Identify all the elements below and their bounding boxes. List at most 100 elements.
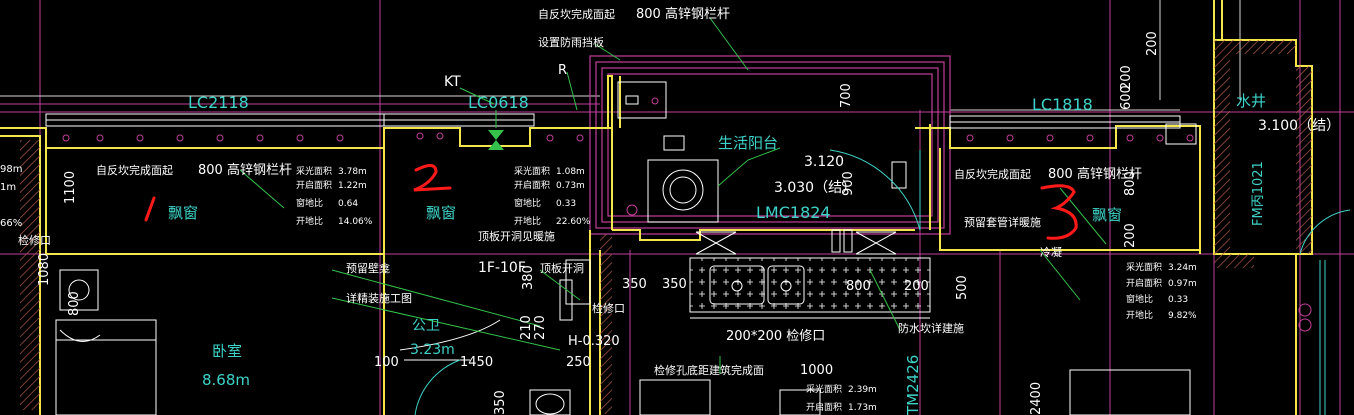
svg-text:200: 200 bbox=[1119, 65, 1134, 90]
note-repair-value: 1000 bbox=[800, 363, 833, 378]
wall-hatch bbox=[20, 40, 1312, 414]
svg-text:3.78m: 3.78m bbox=[338, 167, 367, 177]
note-bay3-floor: 自反坎完成面起 bbox=[954, 167, 1031, 181]
svg-text:98m: 98m bbox=[0, 164, 22, 175]
note-floors: 1F-10F bbox=[478, 260, 526, 276]
level-3030: 3.030（结） bbox=[774, 180, 856, 196]
room-toilet-area: 3.23m bbox=[410, 342, 455, 358]
svg-text:开地比: 开地比 bbox=[514, 215, 541, 227]
svg-text:窗地比: 窗地比 bbox=[514, 197, 541, 209]
svg-text:800: 800 bbox=[67, 291, 82, 316]
note-bay1-rail: 800 高锌钢栏杆 bbox=[198, 162, 292, 178]
svg-text:开启面积: 开启面积 bbox=[296, 179, 332, 191]
svg-text:1450: 1450 bbox=[460, 355, 493, 370]
room-toilet: 公卫 bbox=[412, 318, 440, 334]
room-bedroom-area: 8.68m bbox=[202, 371, 250, 389]
room-water-well: 水井 bbox=[1236, 92, 1266, 110]
note-cold-water: 冷凝 bbox=[1040, 245, 1062, 259]
svg-text:14.06%: 14.06% bbox=[338, 217, 373, 227]
svg-text:0.33: 0.33 bbox=[556, 199, 576, 209]
note-rain-board: 设置防雨挡板 bbox=[538, 35, 604, 49]
window-tag-lc2118: LC2118 bbox=[188, 93, 249, 112]
room-bedroom: 卧室 bbox=[212, 342, 242, 360]
svg-text:开地比: 开地比 bbox=[1126, 309, 1153, 321]
svg-text:采光面积: 采光面积 bbox=[806, 383, 842, 395]
svg-text:800: 800 bbox=[846, 279, 871, 294]
svg-text:0.97m: 0.97m bbox=[1168, 279, 1197, 289]
note-access: 检修口 bbox=[592, 301, 625, 315]
room-bay-1: 飘窗 bbox=[168, 204, 198, 222]
svg-text:采光面积: 采光面积 bbox=[514, 165, 550, 177]
annotation-3-stroke bbox=[1040, 184, 1078, 240]
svg-text:开地比: 开地比 bbox=[296, 215, 323, 227]
svg-text:350: 350 bbox=[622, 277, 647, 292]
svg-text:1100: 1100 bbox=[63, 171, 78, 204]
svg-text:0.73m: 0.73m bbox=[556, 181, 585, 191]
note-open-lines: 顶板开洞见暖施 bbox=[478, 229, 555, 243]
dimension-labels: 1100 1080 800 700 900 200 600 800 200 20… bbox=[37, 31, 1160, 415]
note-access-size: 200*200 检修口 bbox=[726, 329, 825, 344]
note-roof-hole: 顶板开洞 bbox=[540, 261, 584, 275]
svg-text:500: 500 bbox=[955, 275, 970, 300]
annotation-1-stroke bbox=[144, 196, 156, 222]
note-reserved-pipe: 预留套管详暖施 bbox=[964, 215, 1041, 229]
svg-text:1.22m: 1.22m bbox=[338, 181, 367, 191]
svg-text:210: 210 bbox=[519, 315, 534, 340]
note-top-rail: 800 高锌钢栏杆 bbox=[636, 6, 730, 22]
svg-text:开启面积: 开启面积 bbox=[1126, 277, 1162, 289]
note-reserved-wall: 预留壁龛 bbox=[346, 261, 390, 275]
svg-text:380: 380 bbox=[521, 265, 536, 290]
svg-text:600: 600 bbox=[1119, 85, 1134, 110]
svg-text:窗地比: 窗地比 bbox=[1126, 293, 1153, 305]
note-bay1-floor: 自反坎完成面起 bbox=[96, 163, 173, 177]
level-3120: 3.120 bbox=[804, 154, 844, 170]
kitchen-sinks bbox=[690, 265, 930, 319]
svg-text:开启面积: 开启面积 bbox=[806, 401, 842, 413]
svg-text:100: 100 bbox=[374, 355, 399, 370]
note-r: R bbox=[558, 63, 567, 78]
room-bay-2: 飘窗 bbox=[426, 204, 456, 222]
svg-text:开启面积: 开启面积 bbox=[514, 179, 550, 191]
svg-text:采光面积: 采光面积 bbox=[296, 165, 332, 177]
svg-text:9.82%: 9.82% bbox=[1168, 311, 1197, 321]
room-bay-3: 飘窗 bbox=[1092, 206, 1122, 224]
note-kt: KT bbox=[444, 74, 461, 90]
svg-text:0.33: 0.33 bbox=[1168, 295, 1188, 305]
balcony-fixtures bbox=[617, 81, 907, 255]
annotation-2-stroke bbox=[413, 164, 452, 192]
window-tag-lc1818: LC1818 bbox=[1032, 95, 1093, 114]
left-edge-values: 98m 1m 66% bbox=[0, 164, 22, 229]
note-detail-ref: 详精装施工图 bbox=[346, 291, 412, 305]
window-tag-lc0618: LC0618 bbox=[468, 93, 529, 112]
note-top-floor: 自反坎完成面起 bbox=[538, 7, 615, 21]
svg-text:200: 200 bbox=[904, 279, 929, 294]
note-waterproof: 防水坎详建施 bbox=[898, 321, 964, 335]
svg-text:1.73m: 1.73m bbox=[848, 403, 877, 413]
notes: 自反坎完成面起 800 高锌钢栏杆 设置防雨挡板 R KT 自反坎完成面起 80… bbox=[18, 6, 1142, 378]
svg-text:窗地比: 窗地比 bbox=[296, 197, 323, 209]
note-check: 检修口 bbox=[18, 233, 51, 247]
levels: 3.120 3.030（结） 3.100（结） bbox=[774, 118, 1340, 196]
svg-text:900: 900 bbox=[841, 171, 856, 196]
window-tag-tm2426: TM2426 bbox=[904, 355, 922, 415]
rebar-dots bbox=[62, 97, 1312, 332]
svg-text:350: 350 bbox=[493, 390, 508, 415]
red-annotations bbox=[144, 164, 1078, 240]
kt-marker bbox=[488, 130, 504, 150]
svg-text:22.60%: 22.60% bbox=[556, 217, 591, 227]
room-balcony: 生活阳台 bbox=[718, 134, 778, 152]
window-tag-lmc1824: LMC1824 bbox=[756, 203, 831, 222]
svg-text:0.64: 0.64 bbox=[338, 199, 358, 209]
svg-text:1080: 1080 bbox=[37, 253, 52, 286]
svg-text:800: 800 bbox=[1123, 171, 1138, 196]
svg-text:270: 270 bbox=[533, 315, 548, 340]
note-repair-bottom: 检修孔底距建筑完成面 bbox=[654, 363, 764, 377]
svg-text:1m: 1m bbox=[0, 182, 16, 193]
interior-fixtures bbox=[55, 259, 1191, 415]
window-strips bbox=[45, 113, 1197, 145]
note-bay3-rail: 800 高锌钢栏杆 bbox=[1048, 166, 1142, 182]
svg-text:200: 200 bbox=[1123, 223, 1138, 248]
svg-text:200: 200 bbox=[1145, 31, 1160, 56]
